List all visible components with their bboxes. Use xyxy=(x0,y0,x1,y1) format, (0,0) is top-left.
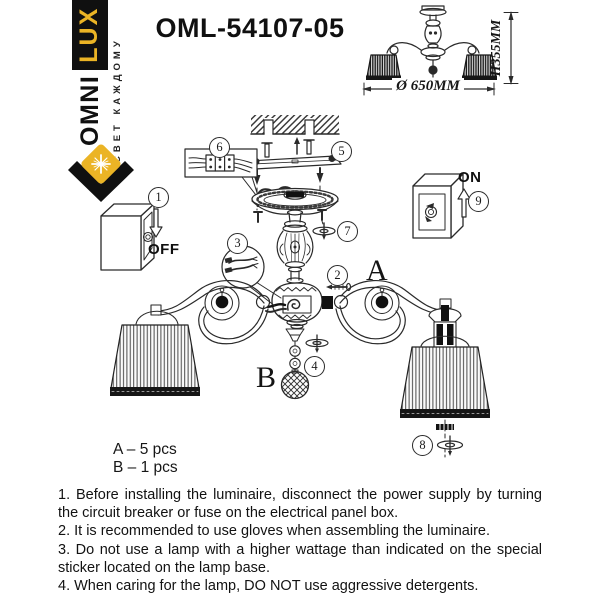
step-1-badge: 1 xyxy=(148,187,169,208)
ceiling-hatch xyxy=(250,115,340,135)
step-4-badge: 4 xyxy=(304,356,325,377)
step-7-badge: 7 xyxy=(337,221,358,242)
pendant-label-b: B xyxy=(256,361,277,394)
brand-emblem-icon xyxy=(68,144,134,202)
model-number: OML-54107-05 xyxy=(155,13,345,43)
size-sketch xyxy=(366,5,497,80)
finial-ring-8 xyxy=(436,435,464,456)
instruction-3: 3. Do not use a lamp with a higher watta… xyxy=(58,541,542,576)
step-6-badge: 6 xyxy=(209,137,230,158)
breaker-box-on xyxy=(412,173,471,239)
instruction-1: 1. Before installing the luminaire, disc… xyxy=(58,487,542,522)
right-shade xyxy=(400,335,490,458)
diameter-dimension: Ø 650MM xyxy=(392,78,464,95)
instruction-4: 4. When caring for the lamp, DO NOT use … xyxy=(58,578,479,595)
instruction-2: 2. It is recommended to use gloves when … xyxy=(58,523,490,540)
on-label: ON xyxy=(458,169,482,186)
left-shade xyxy=(110,304,200,396)
wire-join-callout xyxy=(221,245,282,307)
brand-omni-text: OMNI xyxy=(75,74,104,146)
step-8-badge: 8 xyxy=(412,435,433,456)
central-hub xyxy=(255,282,349,330)
step-5-badge: 5 xyxy=(331,141,352,162)
breaker-box-off xyxy=(100,203,163,271)
step-2-badge: 2 xyxy=(327,265,348,286)
brand-lux-text: LUX xyxy=(72,0,108,70)
pendant-chain xyxy=(280,328,329,400)
right-socket xyxy=(428,298,462,348)
step-3-badge: 3 xyxy=(227,233,248,254)
legend-arm-count: A – 5 pcs xyxy=(113,441,177,458)
arm-label-a: A xyxy=(366,254,388,287)
off-label: OFF xyxy=(148,241,180,258)
finial-ring-7 xyxy=(312,222,336,240)
brand-logo: OMNI LUX xyxy=(72,0,108,146)
height-dimension: H355MM xyxy=(489,19,504,77)
step-9-badge: 9 xyxy=(468,191,489,212)
baluster-column xyxy=(276,209,314,284)
parts-legend: A – 5 pcs B – 1 pcs xyxy=(113,441,178,477)
safety-instructions: 1. Before installing the luminaire, disc… xyxy=(58,486,542,595)
left-arm xyxy=(157,279,269,345)
legend-pendant-count: B – 1 pcs xyxy=(113,459,178,476)
brand-tagline: СВЕТ КАЖДОМУ xyxy=(112,37,123,163)
dimension-lines xyxy=(362,11,519,96)
